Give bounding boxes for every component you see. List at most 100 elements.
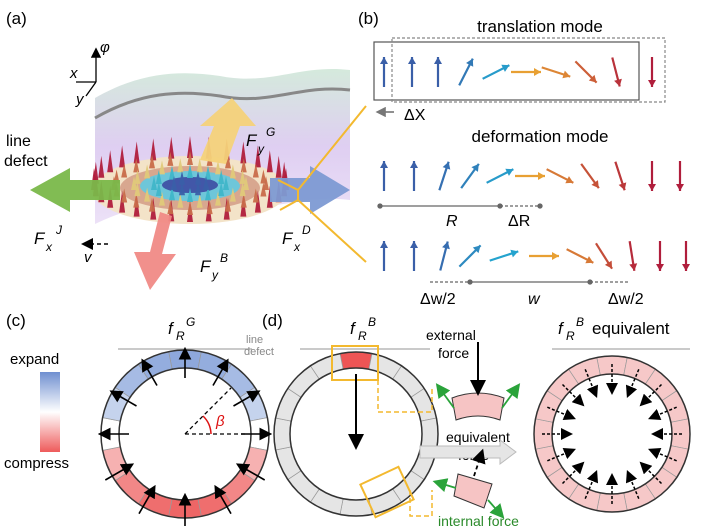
svg-text:f: f (558, 319, 565, 338)
svg-text:D: D (302, 223, 311, 237)
svg-text:x: x (45, 240, 53, 254)
svg-text:F: F (282, 229, 294, 248)
cone (121, 188, 128, 203)
segment-bottom (453, 473, 493, 509)
svg-text:x: x (293, 240, 301, 254)
axis-phi-label: φ (100, 39, 110, 56)
delta-r-label: ΔR (508, 213, 530, 230)
spin-arrow-head (676, 184, 684, 191)
panel-b-label: (b) (358, 9, 379, 28)
svg-text:B: B (368, 315, 376, 329)
cone (179, 181, 185, 196)
cone (187, 164, 193, 178)
cone (133, 141, 140, 164)
spin-arrow-head (591, 180, 599, 189)
segment-top (451, 392, 505, 421)
axis-y-label: y (75, 91, 85, 108)
svg-text:f: f (350, 319, 357, 338)
spin-arrow-head (618, 182, 627, 191)
force-arrow-D (270, 166, 350, 214)
cone (133, 158, 140, 173)
cone (98, 155, 105, 178)
ring-segment (273, 417, 292, 451)
axes-triad (76, 47, 102, 97)
cone (159, 191, 165, 206)
panel-d-title: f R B (350, 315, 376, 343)
force-arrow (212, 358, 229, 386)
cone (239, 169, 246, 184)
cone (167, 151, 174, 166)
cone (151, 176, 157, 190)
equivalent-force-arrow (471, 448, 486, 477)
spin-arrow-head (682, 264, 690, 271)
colorbar (40, 372, 60, 452)
cone (205, 186, 211, 201)
force-arrow-G (200, 98, 256, 164)
deformation-mode-title: deformation mode (471, 127, 608, 146)
r-label: R (446, 213, 458, 230)
spin-arrow-head (472, 245, 481, 254)
cone (150, 138, 157, 161)
cone (169, 186, 175, 201)
spin-arrow-head (505, 168, 514, 176)
colorbar-expand-label: expand (10, 351, 59, 368)
translation-box-dashed (391, 37, 666, 103)
spin-arrow-head (442, 161, 451, 170)
cone (266, 150, 273, 173)
svg-text:y: y (257, 142, 265, 156)
cone (215, 160, 221, 175)
svg-text:R: R (176, 329, 185, 343)
cone (149, 197, 155, 212)
translation-mode-title: translation mode (477, 17, 603, 36)
panel-c: (c) f R G line defect β expand compress (4, 311, 274, 526)
cone (205, 165, 211, 180)
panel-a: (a) φ x y line defect F y G (4, 9, 367, 290)
svg-text:R: R (566, 329, 575, 343)
panel-b: (b) translation mode ΔX deformation mode… (358, 9, 690, 308)
ring-inner (289, 367, 423, 501)
zoom-lines (277, 105, 367, 263)
cone (144, 187, 151, 202)
deformation-spin-row-1 (380, 161, 684, 191)
svg-text:F: F (34, 229, 46, 248)
force-arrow (233, 390, 261, 407)
ring-outer (273, 351, 439, 517)
cone (149, 154, 155, 169)
external-force-label-1: external (426, 327, 476, 343)
axis-x-label: x (69, 65, 78, 82)
spin-arrow-head (501, 64, 510, 72)
force-arrow (214, 484, 232, 515)
cone (167, 200, 174, 215)
cone (252, 163, 259, 178)
cone (195, 170, 201, 185)
cone (206, 200, 213, 215)
force-arrow (235, 463, 266, 481)
panel-d-label: (d) (262, 311, 283, 330)
line-defect-label-c1: line (246, 334, 263, 346)
spin-arrow-head (588, 74, 597, 83)
cone (240, 141, 247, 164)
force-D-label: F x D (282, 223, 311, 254)
spin-arrow-head (562, 70, 571, 79)
internal-force-right-bottom (487, 499, 505, 519)
internal-force-left-top (435, 383, 455, 409)
cone (144, 164, 151, 179)
cone (218, 170, 225, 184)
line-defect-label-2: defect (4, 153, 48, 170)
spin-arrow-head (380, 57, 388, 64)
line-defect-label-c2: defect (244, 346, 274, 358)
spin-arrow-head (408, 57, 416, 64)
svg-text:G: G (186, 315, 195, 329)
svg-text:F: F (200, 257, 212, 276)
spin-arrow-head (614, 78, 622, 87)
cone (239, 182, 246, 197)
cone (240, 158, 247, 173)
cone (225, 197, 231, 212)
cone (215, 191, 221, 206)
translation-spin-row (380, 57, 656, 87)
internal-force-right-top (501, 383, 521, 409)
velocity-label: v (84, 249, 93, 266)
half-dw-left-label: Δw/2 (420, 291, 456, 308)
spin-arrow-head (648, 80, 656, 87)
force-arrow-B (134, 212, 176, 290)
